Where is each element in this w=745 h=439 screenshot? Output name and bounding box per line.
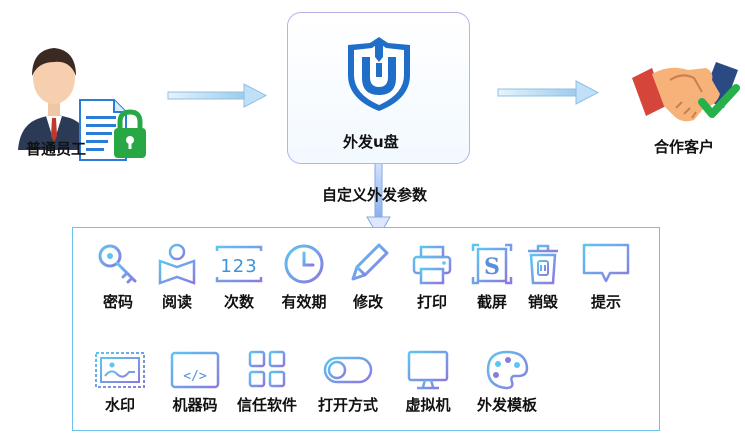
count-123-icon: 123 <box>215 245 263 283</box>
svg-text:S: S <box>484 254 500 280</box>
param-modify[interactable]: 修改 <box>333 241 403 312</box>
params-title: 自定义外发参数 <box>322 186 428 204</box>
param-label: 销毁 <box>527 293 558 311</box>
param-label: 打开方式 <box>317 396 378 414</box>
param-watermark[interactable]: 水印 <box>85 350 155 415</box>
param-read[interactable]: 阅读 <box>142 241 212 312</box>
trash-icon <box>528 244 558 285</box>
params-panel <box>72 227 660 431</box>
code-window-icon: </> <box>170 351 220 389</box>
param-trusted-software[interactable]: 信任软件 <box>232 350 302 415</box>
message-icon <box>582 243 630 283</box>
employee-label: 普通员工 <box>26 140 87 158</box>
param-count[interactable]: 123 次数 <box>204 241 274 312</box>
palette-icon <box>486 350 529 390</box>
param-virtual-machine[interactable]: 虚拟机 <box>393 350 463 415</box>
param-label: 打印 <box>416 293 447 311</box>
param-outgoing-template[interactable]: 外发模板 <box>472 350 542 415</box>
param-password[interactable]: 密码 <box>83 241 153 312</box>
param-label: 机器码 <box>172 396 218 414</box>
param-label: 信任软件 <box>236 396 297 414</box>
monitor-icon <box>407 350 449 390</box>
handshake-icon <box>632 62 740 122</box>
param-label: 截屏 <box>476 293 507 311</box>
param-label: 外发模板 <box>476 396 537 414</box>
reader-icon <box>158 243 196 285</box>
client-label: 合作客户 <box>654 138 715 156</box>
apps-grid-icon <box>248 350 286 388</box>
param-destroy[interactable]: 销毁 <box>508 241 578 312</box>
param-label: 水印 <box>104 396 135 414</box>
param-label: 阅读 <box>161 293 192 311</box>
employee-figure <box>10 32 155 167</box>
watermark-icon <box>95 352 145 388</box>
client-figure <box>630 50 745 135</box>
usb-drive-label: 外发u盘 <box>343 133 399 151</box>
lock-icon <box>114 109 146 158</box>
param-expiry[interactable]: 有效期 <box>269 241 339 312</box>
svg-text:</>: </> <box>183 369 207 384</box>
param-open-method[interactable]: 打开方式 <box>313 350 383 415</box>
param-label: 虚拟机 <box>405 396 451 414</box>
svg-text:123: 123 <box>220 256 257 277</box>
param-hint[interactable]: 提示 <box>571 241 641 312</box>
param-label: 有效期 <box>281 293 327 311</box>
arrow-usb-to-client <box>497 80 600 105</box>
param-screenshot[interactable]: S 截屏 <box>457 241 527 312</box>
printer-icon <box>412 245 452 285</box>
param-label: 密码 <box>102 293 133 311</box>
toggle-icon <box>323 356 373 384</box>
param-machine-code[interactable]: </> 机器码 <box>160 350 230 415</box>
key-icon <box>98 244 137 284</box>
arrow-employee-to-usb <box>167 83 268 108</box>
param-label: 修改 <box>352 293 383 311</box>
clock-icon <box>284 244 324 284</box>
screenshot-icon: S <box>471 243 513 285</box>
param-label: 次数 <box>223 293 254 311</box>
param-print[interactable]: 打印 <box>397 241 467 312</box>
pencil-icon <box>349 243 389 285</box>
param-label: 提示 <box>590 293 621 311</box>
employee-icon <box>18 48 146 161</box>
shield-u-icon <box>348 37 410 111</box>
usb-drive-card[interactable]: 外发u盘 <box>287 12 470 164</box>
